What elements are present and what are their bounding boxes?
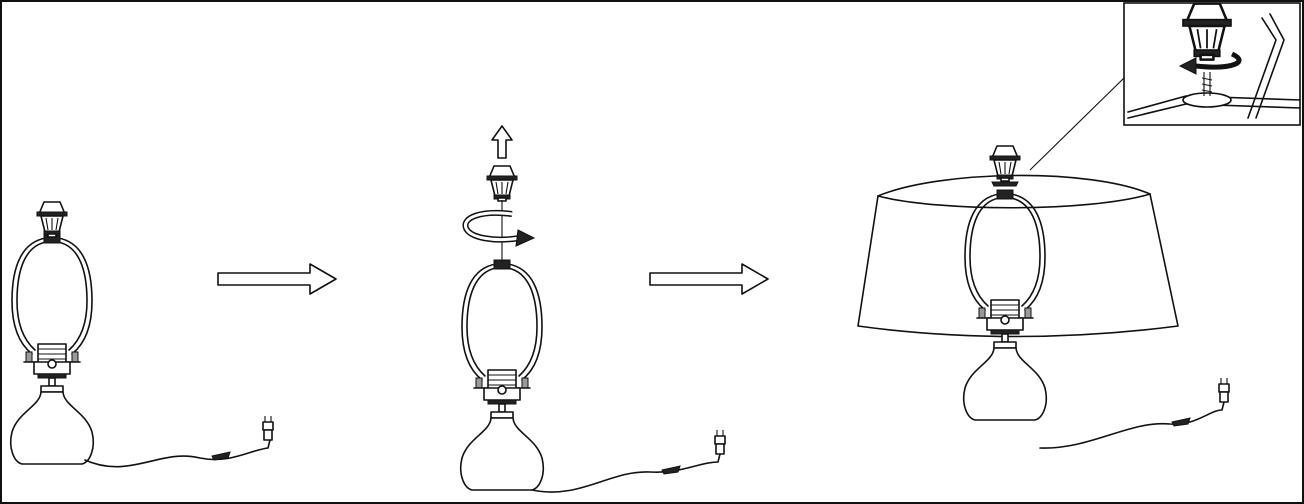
- cord-step-2: [531, 453, 721, 493]
- step-1: [9, 201, 274, 468]
- lamp-step-2: [459, 259, 545, 491]
- lamp-step-1: [9, 233, 95, 465]
- cord-switch-step-3: [1171, 417, 1191, 427]
- finial-step-2: [486, 165, 518, 202]
- cord-switch-step-2: [661, 465, 681, 475]
- right-arrow-icon: [649, 263, 769, 295]
- detail-inset: [1123, 2, 1301, 126]
- plug-step-3: [1218, 377, 1230, 403]
- step-2: [459, 125, 726, 493]
- plug-step-1: [262, 415, 274, 441]
- cord-switch-step-1: [211, 451, 231, 461]
- step-3: [857, 2, 1301, 449]
- lampshade: [857, 174, 1179, 338]
- right-arrow-icon: [217, 263, 337, 295]
- rotate-arrow-icon: [462, 210, 536, 247]
- cord-step-1: [84, 439, 271, 468]
- plug-step-2: [714, 429, 726, 455]
- up-arrow-icon: [491, 125, 513, 159]
- finial-step-1: [36, 201, 68, 238]
- cord-step-3: [1039, 401, 1225, 449]
